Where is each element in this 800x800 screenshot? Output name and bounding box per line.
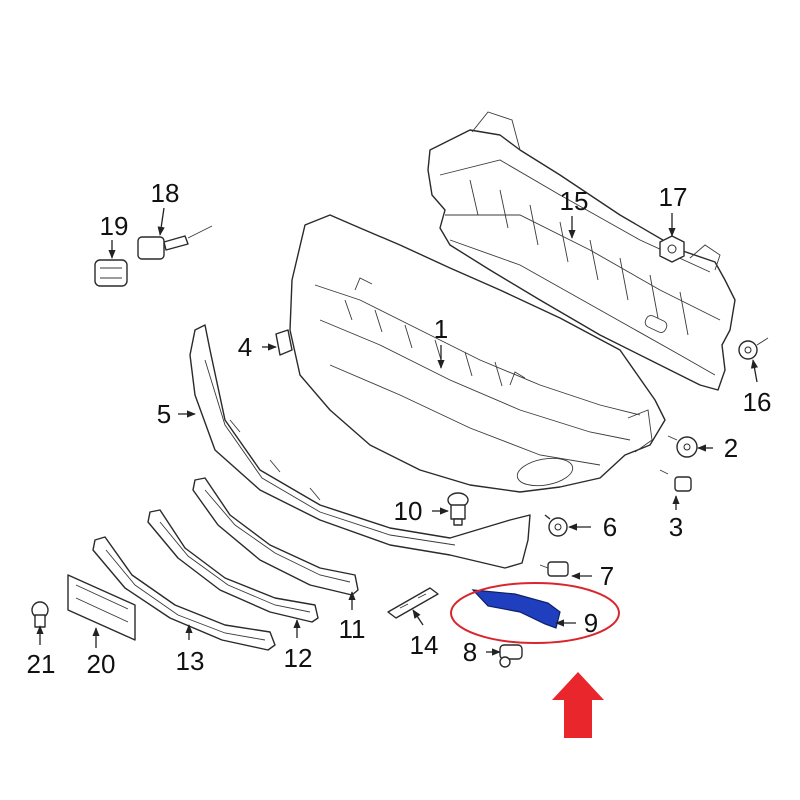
upper-grille-part <box>192 477 359 596</box>
label-part-1: 1 <box>434 314 448 344</box>
bumper-cover-part <box>289 214 666 493</box>
label-part-21: 21 <box>27 649 56 679</box>
label-part-7: 7 <box>600 561 614 591</box>
label-part-6: 6 <box>603 512 617 542</box>
bolt-16 <box>738 337 769 360</box>
label-part-19: 19 <box>100 211 129 241</box>
screw-3 <box>659 469 692 492</box>
label-part-12: 12 <box>284 643 313 673</box>
license-plate-bracket-part <box>67 574 136 641</box>
screw-6 <box>544 514 568 537</box>
retainer-8 <box>499 644 523 668</box>
label-part-8: 8 <box>463 637 477 667</box>
label-part-16: 16 <box>743 387 772 417</box>
lower-grille-part <box>92 536 276 651</box>
label-part-11: 11 <box>339 614 366 644</box>
label-part-17: 17 <box>659 182 688 212</box>
label-part-3: 3 <box>669 512 683 542</box>
label-part-13: 13 <box>176 646 205 676</box>
label-part-14: 14 <box>410 630 439 660</box>
label-part-20: 20 <box>87 649 116 679</box>
label-part-5: 5 <box>157 399 171 429</box>
highlight-ring <box>450 582 620 644</box>
reinforcement-beam-part <box>427 111 736 391</box>
clip-4 <box>275 329 293 356</box>
label-part-18: 18 <box>151 178 180 208</box>
label-part-2: 2 <box>724 433 738 463</box>
lower-cover-part <box>189 324 531 569</box>
highlighted-bracket-part <box>471 589 561 629</box>
red-indicator-arrow <box>552 672 604 738</box>
small-bracket-part <box>387 587 439 619</box>
label-part-4: 4 <box>238 332 252 362</box>
sensor-18 <box>137 225 213 260</box>
retainer-10 <box>447 492 469 526</box>
label-part-9: 9 <box>584 608 598 638</box>
label-part-10: 10 <box>394 496 423 526</box>
label-part-15: 15 <box>560 186 589 216</box>
screw-7 <box>539 561 569 577</box>
sensor-holder-19 <box>94 259 128 287</box>
middle-grille-part <box>147 509 319 623</box>
screw-21 <box>31 601 49 628</box>
nut-17 <box>659 235 685 263</box>
leader-lines <box>36 207 759 656</box>
bolt-2 <box>667 435 698 458</box>
